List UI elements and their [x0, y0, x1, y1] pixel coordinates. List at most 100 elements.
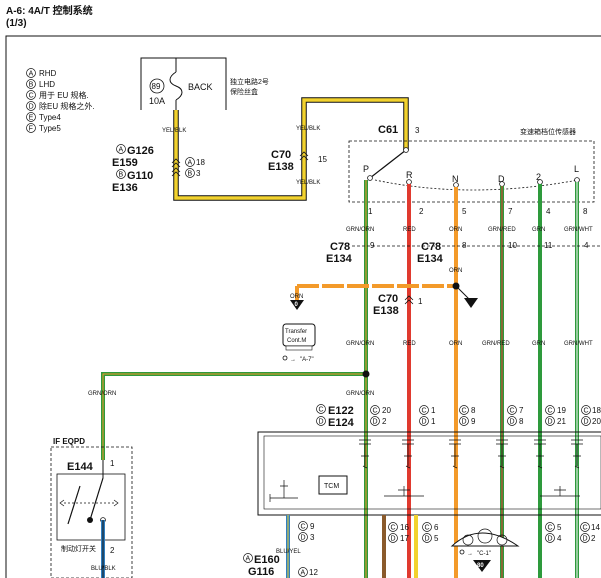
sensor-position: 2 [536, 172, 541, 182]
fuse-note: 独立电路2号 [230, 77, 269, 86]
wire-color-label: RED [403, 341, 416, 347]
svg-text:C: C [391, 525, 396, 532]
svg-text:B: B [119, 172, 124, 179]
svg-text:14: 14 [591, 523, 600, 532]
legend-text: 除EU 规格之外. [39, 101, 95, 111]
svg-text:D: D [462, 419, 467, 426]
pin-number: 2 [110, 546, 115, 555]
svg-text:20: 20 [382, 406, 391, 415]
svg-text:18: 18 [592, 406, 601, 415]
svg-text:9: 9 [471, 417, 476, 426]
connector-label: C70 [378, 293, 398, 305]
svg-text:2: 2 [591, 534, 596, 543]
svg-text:C: C [301, 524, 306, 531]
svg-text:D: D [583, 536, 588, 543]
pin-number: 4 [546, 207, 551, 216]
svg-text:D: D [548, 536, 553, 543]
splice-point [362, 370, 370, 378]
tcm-label: TCM [324, 483, 339, 490]
wire-color-label: GRN/ORN [346, 391, 374, 397]
connector-label: C70 [271, 149, 291, 161]
sensor-position: R [406, 170, 413, 180]
wire-color-label: ORN [449, 341, 462, 347]
svg-text:8: 8 [519, 417, 524, 426]
connector-label: E136 [112, 182, 138, 194]
switch-name: 制动灯开关 [61, 544, 96, 553]
svg-text:21: 21 [557, 417, 566, 426]
tcm-module: TCM [257, 431, 601, 516]
pin-number: 1 [418, 297, 423, 306]
svg-text:D: D [391, 536, 396, 543]
legend-mark: B [29, 82, 34, 89]
svg-text:D: D [301, 535, 306, 542]
svg-text:D: D [425, 536, 430, 543]
lower-pin-labels: C 9 D 3 C 16 D 17 C 6 D 5 C 5 D 4 C 14 D… [298, 521, 600, 543]
pin-number: 8 [462, 241, 467, 250]
sensor-position: L [574, 164, 579, 174]
page-reference: "A-7" [300, 357, 314, 363]
sensor-title: 变速箱档位传感器 [520, 127, 576, 136]
svg-text:7: 7 [519, 406, 524, 415]
svg-text:C: C [510, 408, 515, 415]
legend-text: Type4 [39, 113, 61, 122]
connector-mark [171, 151, 309, 177]
svg-text:C: C [319, 407, 324, 414]
legend-mark: E [29, 115, 34, 122]
svg-text:17: 17 [400, 534, 409, 543]
svg-text:16: 16 [400, 523, 409, 532]
pin-number: 8 [583, 207, 588, 216]
pin-number: 5 [462, 207, 467, 216]
svg-text:5: 5 [557, 523, 562, 532]
svg-text:D: D [373, 419, 378, 426]
reference-icon [282, 355, 288, 361]
svg-text:C: C [584, 408, 589, 415]
connector-label: G126 [127, 145, 154, 157]
wire-color-label: BLU/YEL [276, 549, 301, 555]
svg-text:4: 4 [557, 534, 562, 543]
wire-color-label: GRN [532, 341, 545, 347]
connector-label: E160 [254, 554, 280, 566]
wire-color-label: GRN/RED [488, 227, 516, 233]
wire-color-label: GRN/RED [482, 341, 510, 347]
pin-number: 18 [196, 158, 205, 167]
ground-label: 0 [295, 302, 299, 308]
connector-label: G116 [248, 566, 274, 578]
connector-label: E134 [417, 253, 444, 265]
connector-label: E134 [326, 253, 353, 265]
svg-text:19: 19 [557, 406, 566, 415]
wire-color-label: YEL/BLK [162, 128, 186, 134]
legend-mark: A [29, 71, 34, 78]
wire-color-label: BLU/BLK [91, 566, 116, 572]
range-sensor [348, 140, 595, 203]
wire-color-label: GRN/ORN [346, 341, 374, 347]
connector-label: E144 [67, 461, 94, 473]
sensor-position: P [363, 164, 369, 174]
wire-yel-blk [173, 97, 409, 201]
page-reference: "C-1" [477, 551, 491, 557]
svg-text:→: → [290, 357, 296, 363]
svg-text:D: D [548, 419, 553, 426]
svg-text:6: 6 [434, 523, 439, 532]
tcm-pin-labels: C 20 D 2 C 1 D 1 C 8 D 9 C 7 D 8 C 19 D … [370, 405, 601, 426]
switch-box-label: IF EQPD [53, 437, 85, 446]
svg-text:C: C [548, 408, 553, 415]
pin-number: 2 [419, 207, 424, 216]
svg-text:B: B [188, 171, 193, 178]
pin-number: 12 [309, 568, 318, 577]
pin-number: 1 [368, 207, 373, 216]
wire-color-label: ORN [449, 227, 462, 233]
wire-color-label: GRN/ORN [88, 391, 116, 397]
module-name: Cont.M [287, 338, 306, 344]
svg-text:A: A [301, 570, 306, 577]
svg-text:D: D [584, 419, 589, 426]
pin-number: 15 [318, 155, 327, 164]
transfer-control-module: Transfer Cont.M → "A-7" [282, 323, 316, 363]
wire-color-label: ORN [290, 294, 303, 300]
legend-text: RHD [39, 69, 57, 78]
svg-text:→: → [467, 551, 473, 557]
wire-color-label: YEL/BLK [296, 126, 320, 132]
svg-text:2: 2 [382, 417, 387, 426]
sensor-position: N [452, 174, 459, 184]
fuse-label: BACK [188, 82, 213, 92]
